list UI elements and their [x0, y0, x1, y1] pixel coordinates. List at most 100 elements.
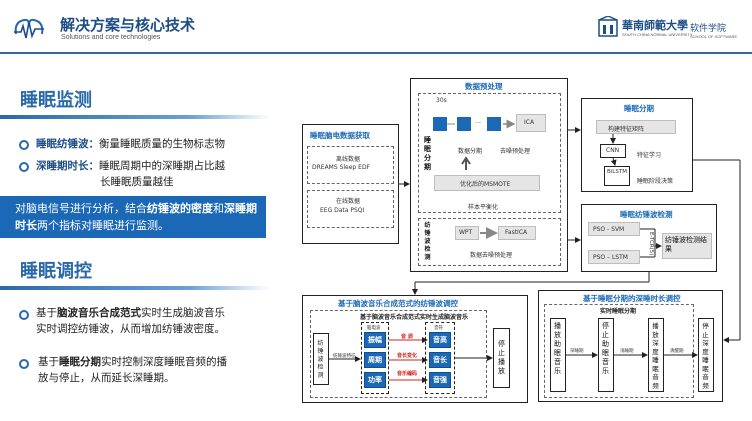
step-play-music-box — [550, 318, 566, 392]
pso-svm-label: PSO - SVM — [593, 226, 625, 233]
staging-side-label: 睡眠分期 — [424, 136, 431, 171]
decision-label: 睡眠阶段决策 — [637, 178, 674, 185]
pso-svm-box — [588, 222, 640, 236]
feature-power: 功率 — [364, 372, 386, 388]
music-output-box — [493, 328, 510, 388]
spindle-result-box — [662, 233, 712, 259]
step-stop-music-label: 停止助眠音乐 — [602, 322, 609, 375]
cnn-box — [600, 144, 626, 158]
feature-matrix-box — [596, 120, 676, 134]
offline-data-box — [307, 146, 394, 184]
spindle-input-label: 纺锤波检测 — [317, 340, 324, 379]
bullet-icon — [19, 140, 29, 150]
deep-stage-label: 深睡期 — [570, 349, 584, 354]
spindle-result-label: 纺锤波检测结果 — [665, 236, 707, 253]
bullet-spindle: 睡眠纺锤波：衡量睡眠质量的生物标志物 — [36, 138, 225, 150]
highlight-box — [0, 196, 266, 238]
feature-learning-label: 特征学习 — [637, 152, 662, 159]
epoch-block — [433, 117, 447, 131]
staging-title: 睡眠分期 — [624, 104, 654, 113]
bilstm-label: BiLSTM — [607, 169, 627, 175]
section-title-sleep-regulation: 睡眠调控 — [20, 261, 92, 282]
page-subtitle: Solutions and core technologies — [61, 34, 161, 41]
page-title: 解决方案与核心技术 — [60, 16, 196, 34]
spindle-prep-box — [418, 218, 561, 266]
fastica-label: FastICA — [505, 229, 528, 236]
denoise2-label: 数据去噪预处理 — [470, 252, 513, 259]
deep-inner-box — [544, 304, 694, 398]
deep-sleep-subtitle: 实时睡眠分期 — [600, 308, 637, 315]
epoch-block — [487, 117, 501, 131]
acquisition-title: 睡眠脑电数据获取 — [310, 131, 370, 140]
step-play-deep-label: 播放深度睡眠音频 — [652, 322, 659, 390]
wpt-box — [455, 226, 479, 240]
university-emblem-icon — [598, 16, 618, 37]
staging-panel — [581, 98, 693, 192]
section-underline — [0, 286, 270, 290]
wake-stage-label: 清醒期 — [670, 349, 684, 354]
light-stage-label: 浅睡期 — [620, 349, 634, 354]
bullet-deep-sleep: 深睡期时长：睡眠周期中的深睡期占比越 长睡眠质量越佳 — [36, 160, 225, 188]
etcr-label: E-TCR(5) — [648, 232, 654, 256]
deep-sleep-title: 基于睡眠分期的深睡时长调控 — [583, 294, 681, 303]
epoch-block — [457, 117, 471, 131]
ellipsis-label: … — [475, 118, 481, 125]
acquisition-panel — [302, 124, 399, 244]
balance-label: 样本平衡化 — [468, 204, 499, 211]
music-subtitle: 基于脑波音乐合成范式实时生成脑波音乐 — [360, 314, 469, 321]
feature-matrix-label: 构建特征矩阵 — [608, 126, 645, 133]
feature-amplitude: 振幅 — [364, 332, 386, 348]
cnn-label: CNN — [606, 147, 620, 154]
ecg-heart-logo-icon — [14, 18, 44, 39]
bullet-sleep-staging: 基于睡眠分期实时控制深度睡眠音频的播 放与停止，从而延长深睡期。 — [38, 356, 227, 384]
offline-datasets: DREAMS Sleep EDF — [312, 164, 371, 171]
epoch-30s-label: 30s — [436, 97, 447, 104]
online-data-box — [307, 190, 394, 228]
step-stop-deep-box — [698, 318, 714, 392]
ica-box — [516, 114, 546, 132]
school-name-en: SCHOOL OF SOFTWARE — [690, 34, 738, 39]
music-title: 基于脑波音乐合成范式的纺锤波调控 — [338, 299, 458, 308]
feature-period: 周期 — [364, 352, 386, 368]
step-stop-music-box — [598, 318, 614, 392]
music-panel — [302, 295, 528, 403]
msmote-label: 优化后的MSMOTE — [460, 181, 511, 188]
note-pitch: 音高 — [429, 332, 451, 348]
note-length: 音长 — [429, 352, 451, 368]
music-inner-box — [310, 310, 487, 398]
spindle-title: 睡眠纺锤波检测 — [620, 210, 673, 219]
eeg-feature-label: 脑电波 — [367, 326, 381, 331]
bullet-icon — [19, 359, 29, 369]
staging-prep-box — [418, 93, 561, 213]
university-name: 華南師範大學 — [622, 19, 688, 32]
step-play-deep-box — [648, 318, 664, 392]
step-stop-deep-label: 停止深度睡眠音频 — [702, 322, 709, 390]
fastica-box — [498, 226, 536, 240]
map-encoding-label: 音乐编码 — [397, 371, 418, 377]
map-length-label: 音长变化 — [397, 353, 418, 359]
map-pitch-label: 音 调 — [401, 334, 413, 340]
ica-label: ICA — [524, 119, 535, 126]
section-underline — [0, 115, 270, 119]
note-intensity: 音强 — [429, 372, 451, 388]
offline-data-label: 离线数据 — [336, 156, 361, 163]
bilstm-box — [604, 166, 630, 186]
header-divider — [0, 52, 752, 54]
note-label: 音符 — [434, 326, 443, 331]
university-name-en: SOUTH CHINA NORMAL UNIVERSITY — [622, 32, 693, 37]
step-play-music-label: 播放助眠音乐 — [554, 322, 561, 375]
online-data-label: 在线数据 — [336, 198, 361, 205]
wpt-label: WPT — [459, 229, 473, 236]
spindle-input-box — [313, 333, 329, 385]
pso-lstm-label: PSO – LSTM — [593, 254, 628, 261]
bullet-icon — [19, 310, 29, 320]
school-name: 软件学院 — [690, 24, 727, 34]
preprocessing-title: 数据预处理 — [465, 82, 503, 91]
pso-lstm-box — [588, 250, 640, 264]
msmote-box — [434, 175, 540, 191]
bullet-brainwave-music: 基于脑波音乐合成范式实时生成脑波音乐 实时调控纺锤波，从而增加纺锤波密度。 — [36, 307, 225, 335]
section-title-sleep-monitoring: 睡眠监测 — [20, 90, 92, 111]
music-output-label: 停止播放 — [498, 340, 505, 375]
bullet-icon — [19, 162, 29, 172]
segment-label: 数据分期 — [458, 148, 483, 155]
